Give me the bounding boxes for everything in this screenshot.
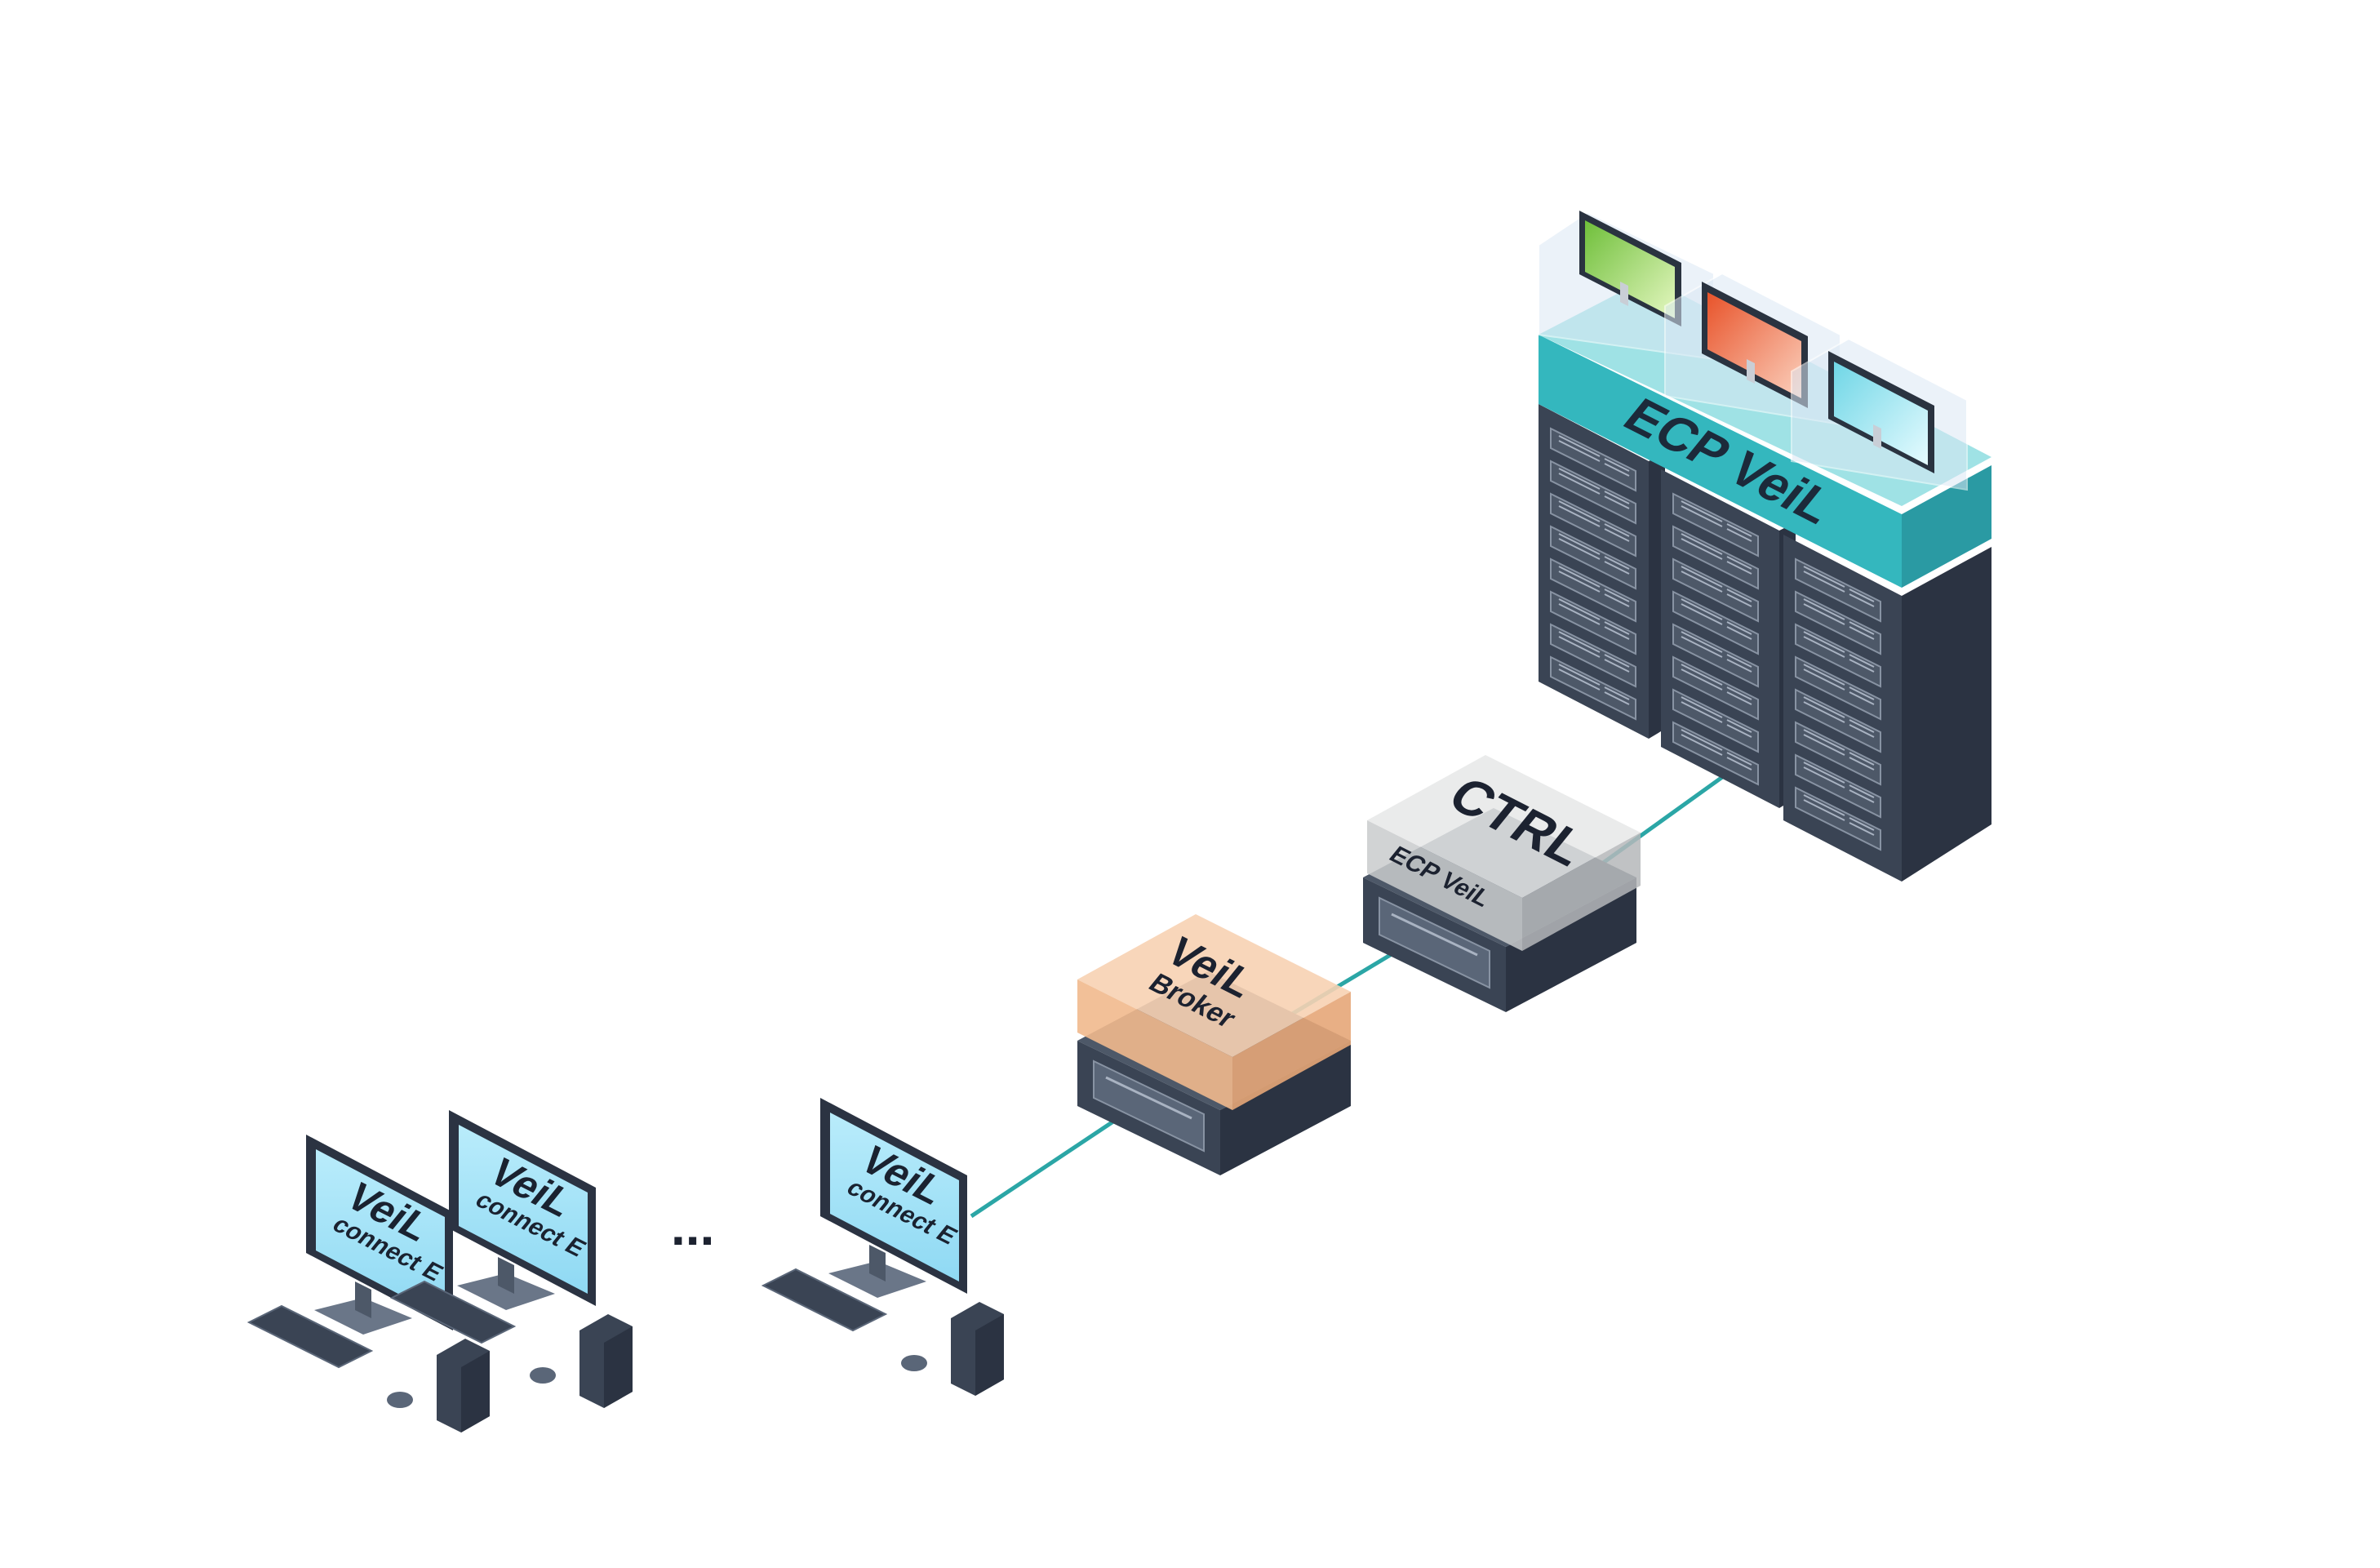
server-rack-3 — [1783, 535, 1991, 882]
keyboard — [246, 1304, 374, 1369]
client-workstation-3: VeiL connect E — [761, 1098, 1004, 1396]
client-workstation-1: VeiL connect E — [246, 1135, 490, 1433]
vm-blue — [1791, 337, 1968, 491]
broker-node: VeiL Broker — [1077, 914, 1351, 1175]
keyboard — [389, 1280, 517, 1344]
client-workstation-2: VeiL connect E — [389, 1110, 633, 1408]
keyboard — [761, 1268, 888, 1332]
ecp-veil-cluster: ECP VeiL — [1538, 211, 1991, 882]
monitor-screen — [459, 1125, 588, 1294]
monitor-screen — [316, 1149, 445, 1318]
link-client-to-broker — [970, 1116, 1120, 1219]
ellipsis: ... — [671, 1197, 714, 1256]
mouse — [387, 1392, 413, 1408]
monitor-screen — [830, 1113, 959, 1281]
mouse — [530, 1367, 556, 1384]
controller-node: CTRL ECP VeiL — [1363, 755, 1641, 1012]
mouse — [901, 1355, 927, 1371]
